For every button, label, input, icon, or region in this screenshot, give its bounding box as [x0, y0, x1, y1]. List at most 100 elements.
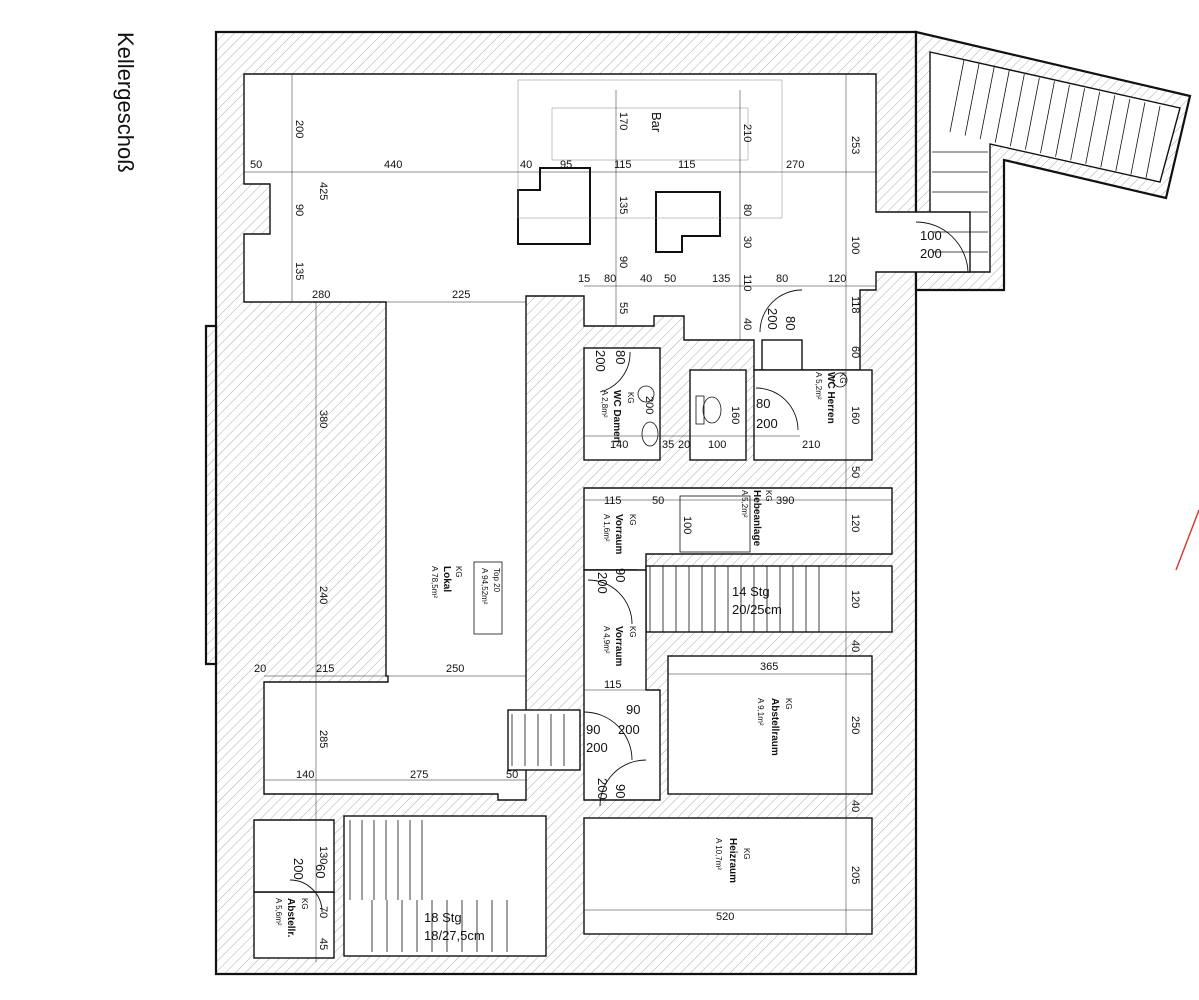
dim-top-50: 50 [250, 159, 262, 171]
dim-wc-40: 40 [741, 318, 753, 330]
dim-wc-inner-100: 100 [708, 439, 726, 451]
door-entry-width: 100 [920, 228, 942, 243]
sheet-title: Kellergeschoß [113, 32, 138, 173]
room-prefix-heizraum: KG [742, 848, 751, 860]
door-swings [289, 221, 969, 913]
room-prefix-abstellraum: KG [784, 698, 793, 710]
wc-damen-room [583, 347, 661, 461]
dim-low-130: 130 [317, 846, 329, 864]
dim-bar-30: 30 [741, 236, 753, 248]
dim-right-100: 100 [849, 236, 861, 254]
room-prefix-vorraum-1: KG [628, 514, 637, 526]
dim-row-120: 120 [828, 273, 846, 285]
room-area-heizraum: A 10,7m² [714, 838, 723, 870]
stair-middle-ratio: 20/25cm [732, 602, 782, 617]
dim-left-90: 90 [293, 204, 305, 216]
unit-tag-box [473, 561, 503, 635]
room-prefix-lokal: KG [454, 566, 463, 578]
heizraum-room [583, 817, 873, 935]
dim-hebe-100: 100 [681, 516, 693, 534]
dim-right-160: 160 [849, 406, 861, 424]
room-name-wc-damen: WC Damen [611, 390, 622, 443]
door-bar-width: 80 [783, 316, 798, 330]
door-heiz-width: 90 [613, 784, 628, 798]
dim-wc-110: 110 [741, 274, 753, 292]
stair-middle-count: 14 Stg [732, 584, 770, 599]
dim-bar-170: 170 [617, 112, 629, 130]
room-area-lokal: A 78,5m² [430, 566, 439, 598]
door-vorraum-height: 200 [595, 572, 610, 594]
door-abst-b-height: 200 [586, 740, 608, 755]
dim-bar-80: 80 [741, 204, 753, 216]
dim-low-50: 50 [506, 769, 518, 781]
dim-low-285: 285 [317, 730, 329, 748]
room-name-vorraum-2: Vorraum [613, 626, 624, 666]
stair-treads [349, 59, 1161, 952]
dim-right-60: 60 [849, 346, 861, 358]
dim-row-80a: 80 [604, 273, 616, 285]
door-abstellr-height: 200 [291, 858, 306, 880]
dim-top-270: 270 [786, 159, 804, 171]
dimension-lines [244, 74, 892, 962]
room-area-vorraum-1: A 1,6m² [602, 514, 611, 542]
dim-lokal-20: 20 [254, 663, 266, 675]
room-prefix-hebeanlage: KG [764, 490, 773, 502]
stair-tread [1009, 74, 1025, 147]
bar-counter-outline [551, 107, 749, 161]
room-name-lokal: Lokal [441, 566, 452, 592]
stair-tread [1115, 98, 1131, 171]
wc-herren-vestibule [761, 339, 803, 371]
dim-wc-inner-35: 35 [662, 439, 674, 451]
room-name-hebeanlage: Hebeanlage [751, 490, 762, 547]
bar-column-right [655, 191, 721, 253]
short-stair [507, 709, 581, 771]
room-area-abstellr: A 5,6m² [274, 898, 283, 926]
dim-right-40a: 40 [849, 640, 861, 652]
door-heiz-height: 200 [595, 778, 610, 800]
room-prefix-abstellr: KG [300, 898, 309, 910]
door-abstellr-width: 60 [313, 864, 328, 878]
middle-stair-corridor [645, 565, 893, 633]
room-name-wc-herren: WC Herren [825, 372, 836, 424]
room-name-abstellr: Abstellr. [285, 898, 296, 938]
room-prefix-vorraum-2: KG [628, 626, 637, 638]
stair-tread [979, 67, 995, 140]
dim-right-120b: 120 [849, 590, 861, 608]
dim-right-253: 253 [849, 136, 861, 154]
abstellraum-room [667, 655, 873, 795]
room-area-hebeanlage: A 5,2m² [740, 490, 749, 518]
room-area-abstellraum: A 9,1m² [756, 698, 765, 726]
stair-tread [1130, 102, 1146, 175]
dim-low-140: 140 [296, 769, 314, 781]
lower-left-niche [253, 819, 335, 893]
stair-tread [1070, 88, 1086, 161]
dim-bar-90: 90 [617, 256, 629, 268]
dim-row-135: 135 [712, 273, 730, 285]
dim-bar-135: 135 [617, 196, 629, 214]
dim-row-15: 15 [578, 273, 590, 285]
outer-wall-left-step [204, 324, 218, 666]
dim-row-225: 225 [452, 289, 470, 301]
dim-wc-55: 55 [617, 302, 629, 314]
door-abst-b-width: 90 [586, 722, 600, 737]
dim-row-50: 50 [664, 273, 676, 285]
stair-lower-ratio: 18/27,5cm [424, 928, 485, 943]
dim-top-115b: 115 [678, 159, 696, 171]
room-name-bar: Bar [649, 112, 664, 133]
room-area-wc-damen: A 2,8m² [600, 390, 609, 418]
stair-tread [1055, 84, 1070, 157]
dim-right-205: 205 [849, 866, 861, 884]
dim-lokal-380: 380 [317, 410, 329, 428]
unit-tag-top: Top 20 [492, 568, 501, 593]
dim-top-115a: 115 [614, 159, 632, 171]
door-vorraum-width: 90 [613, 568, 628, 582]
room-prefix-wc-damen: KG [626, 392, 635, 404]
dim-vorraum-365: 365 [760, 661, 778, 673]
stair-tread [1085, 91, 1101, 164]
unit-tag-area: A 94,52m² [480, 568, 489, 605]
dim-right-50: 50 [849, 466, 861, 478]
dim-top-440: 440 [384, 159, 402, 171]
stair-tread [994, 70, 1010, 143]
dim-low-45: 45 [317, 938, 329, 950]
dim-bar-210: 210 [741, 124, 753, 142]
